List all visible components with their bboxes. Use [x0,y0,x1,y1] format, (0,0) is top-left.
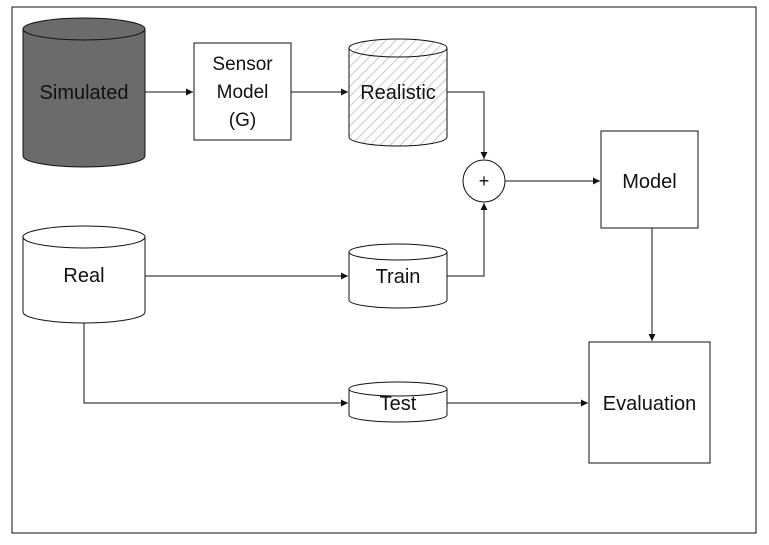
evaluation-label: Evaluation [603,393,696,415]
train-label: Train [376,266,421,288]
sensor-model-box: Sensor Model (G) [193,42,292,141]
real-cylinder: Real [22,225,146,324]
evaluation-box: Evaluation [588,341,711,464]
edge-real-to-test [83,323,348,407]
model-box: Model [600,130,699,229]
combine-circle: + [462,159,506,203]
sensor-model-line-1: Sensor [212,54,273,75]
edge-train-to-combine [447,203,488,277]
test-cylinder: Test [348,381,448,423]
sensor-model-line-2: Model [217,82,269,103]
combine-label: + [479,171,490,191]
edge-realistic-to-combine [447,91,488,159]
realistic-cylinder: Realistic [348,38,448,147]
model-label: Model [622,171,676,193]
test-label: Test [380,393,417,415]
sensor-model-line-3: (G) [229,110,256,131]
simulated-cylinder: Simulated [22,17,146,168]
simulated-label: Simulated [40,82,129,104]
train-cylinder: Train [348,243,448,309]
realistic-label: Realistic [360,82,436,104]
real-label: Real [63,265,104,287]
